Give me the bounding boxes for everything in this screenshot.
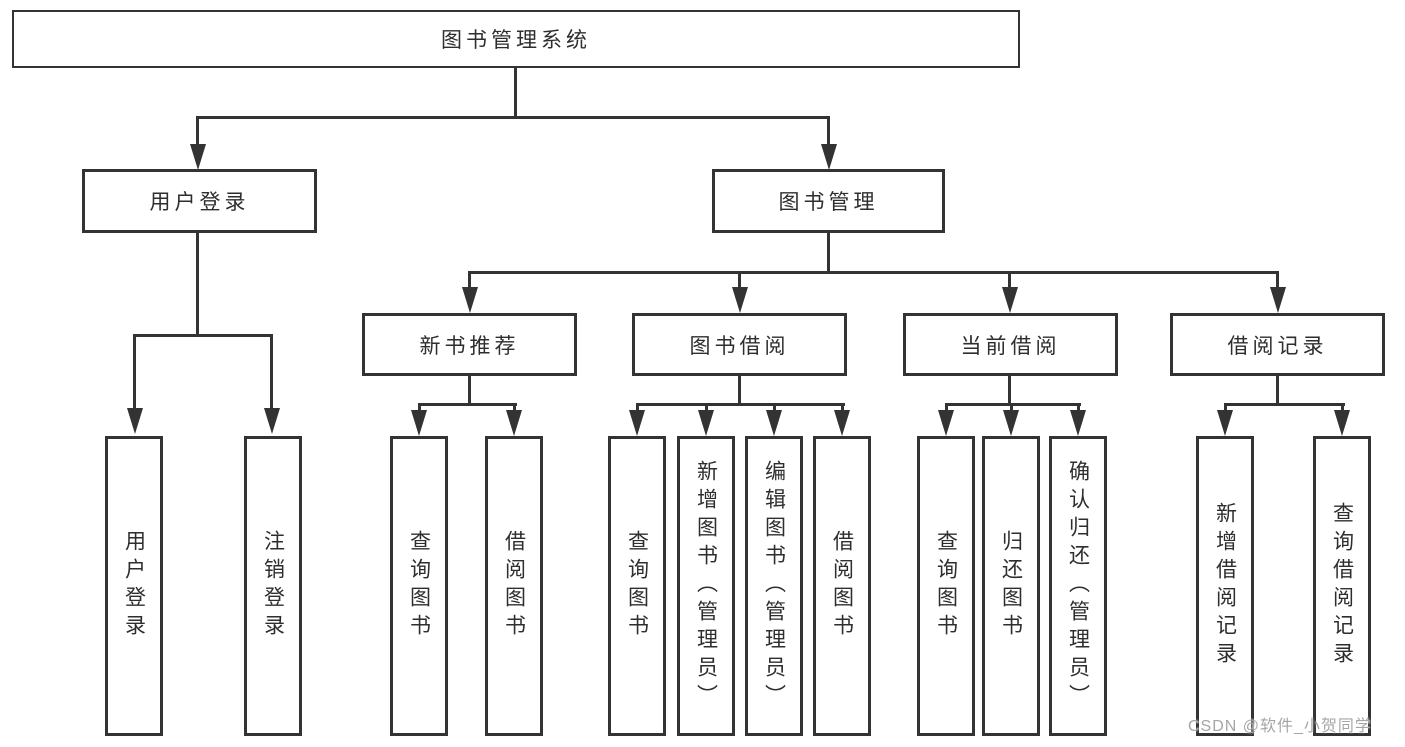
- connector-arrowhead: [264, 408, 280, 434]
- connector-line: [738, 376, 741, 405]
- connector-arrowhead: [629, 410, 645, 436]
- node-book-management-label: 图书管理: [778, 191, 879, 214]
- connector-line: [636, 403, 845, 406]
- leaf-borrow-books-recommend-label: 借阅图书: [502, 530, 526, 642]
- connector-line: [513, 403, 516, 413]
- node-book-management: 图书管理: [712, 169, 945, 233]
- connector-line: [514, 68, 517, 118]
- leaf-query-books-borrowing: 查询图书: [608, 436, 666, 736]
- leaf-borrow-books-recommend: 借阅图书: [485, 436, 543, 736]
- connector-line: [1224, 403, 1227, 413]
- connector-arrowhead: [732, 287, 748, 313]
- leaf-query-borrow-record-label: 查询借阅记录: [1330, 502, 1354, 670]
- connector-arrowhead: [1002, 287, 1018, 313]
- connector-line: [705, 403, 708, 413]
- leaf-add-borrow-record: 新增借阅记录: [1196, 436, 1254, 736]
- node-borrowing-records-label: 借阅记录: [1227, 334, 1328, 358]
- connector-arrowhead: [127, 408, 143, 434]
- connector-line: [1276, 376, 1279, 405]
- node-new-book-recommend-label: 新书推荐: [419, 334, 520, 358]
- connector-line: [133, 334, 273, 337]
- leaf-add-borrow-record-label: 新增借阅记录: [1213, 502, 1237, 670]
- node-library-system: 图书管理系统: [12, 10, 1020, 68]
- connector-arrowhead: [766, 410, 782, 436]
- connector-arrowhead: [698, 410, 714, 436]
- connector-line: [1224, 403, 1345, 406]
- leaf-query-books-recommend: 查询图书: [390, 436, 448, 736]
- connector-line: [636, 403, 639, 413]
- connector-line: [418, 403, 421, 413]
- connector-line: [468, 271, 471, 289]
- connector-line: [418, 403, 517, 406]
- connector-arrowhead: [1003, 410, 1019, 436]
- connector-arrowhead: [1217, 410, 1233, 436]
- connector-line: [133, 334, 136, 410]
- connector-line: [270, 334, 273, 410]
- connector-line: [1276, 271, 1279, 289]
- leaf-confirm-return-admin: 确认归还（管理员）: [1049, 436, 1107, 736]
- leaf-edit-books-admin-label: 编辑图书（管理员）: [762, 460, 786, 712]
- node-new-book-recommend: 新书推荐: [362, 313, 577, 376]
- leaf-add-books-admin-label: 新增图书（管理员）: [694, 460, 718, 712]
- connector-line: [196, 233, 199, 336]
- connector-arrowhead: [411, 410, 427, 436]
- connector-arrowhead: [1334, 410, 1350, 436]
- csdn-watermark: CSDN @软件_小贺同学: [1188, 718, 1372, 735]
- connector-line: [827, 116, 830, 146]
- connector-line: [827, 233, 830, 273]
- connector-line: [841, 403, 844, 413]
- node-book-borrowing-label: 图书借阅: [689, 334, 790, 358]
- leaf-user-login-label: 用户登录: [122, 530, 146, 642]
- connector-line: [196, 116, 830, 119]
- node-current-borrowing: 当前借阅: [903, 313, 1118, 376]
- connector-line: [945, 403, 948, 413]
- connector-line: [468, 271, 1279, 274]
- node-user-login: 用户登录: [82, 169, 317, 233]
- leaf-logout: 注销登录: [244, 436, 302, 736]
- connector-line: [773, 403, 776, 413]
- leaf-logout-label: 注销登录: [261, 530, 285, 642]
- leaf-query-books-current: 查询图书: [917, 436, 975, 736]
- connector-line: [1008, 271, 1011, 289]
- connector-arrowhead: [190, 144, 206, 170]
- connector-line: [1010, 403, 1013, 413]
- leaf-user-login: 用户登录: [105, 436, 163, 736]
- leaf-return-books-label: 归还图书: [999, 530, 1023, 642]
- leaf-edit-books-admin: 编辑图书（管理员）: [745, 436, 803, 736]
- connector-arrowhead: [462, 287, 478, 313]
- leaf-confirm-return-admin-label: 确认归还（管理员）: [1066, 460, 1090, 712]
- leaf-query-books-borrowing-label: 查询图书: [625, 530, 649, 642]
- connector-line: [1341, 403, 1344, 413]
- leaf-return-books: 归还图书: [982, 436, 1040, 736]
- connector-line: [468, 376, 471, 405]
- node-book-borrowing: 图书借阅: [632, 313, 847, 376]
- connector-arrowhead: [1070, 410, 1086, 436]
- node-library-system-label: 图书管理系统: [441, 29, 591, 52]
- node-user-login-label: 用户登录: [149, 191, 250, 214]
- connector-line: [1077, 403, 1080, 413]
- connector-line: [945, 403, 1081, 406]
- node-current-borrowing-label: 当前借阅: [960, 334, 1061, 358]
- connector-line: [738, 271, 741, 289]
- connector-line: [1008, 376, 1011, 405]
- leaf-add-books-admin: 新增图书（管理员）: [677, 436, 735, 736]
- node-borrowing-records: 借阅记录: [1170, 313, 1385, 376]
- leaf-borrow-books-borrowing: 借阅图书: [813, 436, 871, 736]
- leaf-query-books-current-label: 查询图书: [934, 530, 958, 642]
- leaf-query-borrow-record: 查询借阅记录: [1313, 436, 1371, 736]
- connector-arrowhead: [834, 410, 850, 436]
- connector-arrowhead: [938, 410, 954, 436]
- leaf-query-books-recommend-label: 查询图书: [407, 530, 431, 642]
- leaf-borrow-books-borrowing-label: 借阅图书: [830, 530, 854, 642]
- connector-arrowhead: [1270, 287, 1286, 313]
- connector-line: [196, 116, 199, 146]
- connector-arrowhead: [506, 410, 522, 436]
- connector-arrowhead: [821, 144, 837, 170]
